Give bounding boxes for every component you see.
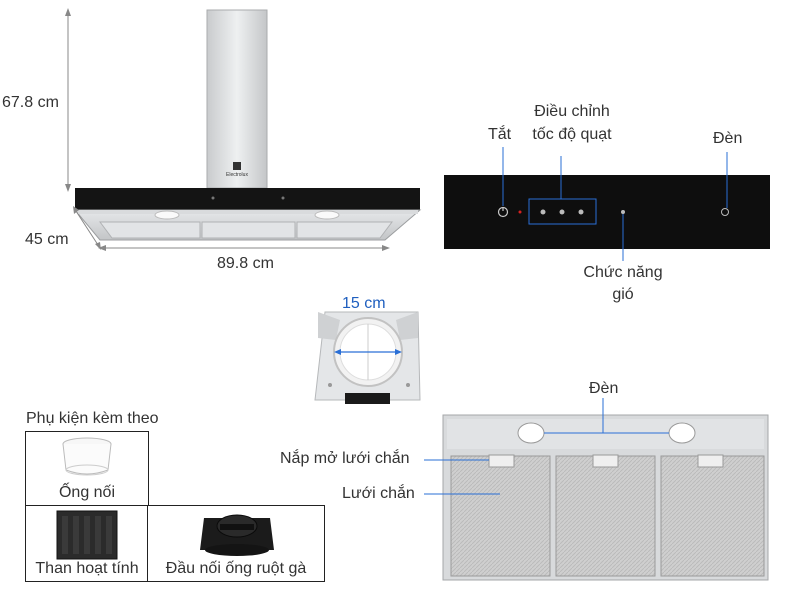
brand-logo-text: Electrolux [226, 172, 248, 178]
filter-panel-left [450, 455, 551, 577]
height-dimension-label: 67.8 cm [2, 94, 59, 111]
wind-label-line2: gió [612, 286, 634, 303]
brand-logo-icon [233, 162, 241, 170]
accessory-label: Than hoạt tính [35, 560, 139, 577]
filter-panel-right [660, 455, 765, 577]
panel-light-label: Đèn [713, 130, 743, 147]
fan-speed-label-line1: Điều chỉnh [534, 103, 610, 120]
off-label: Tắt [488, 126, 512, 143]
wind-label-line1: Chức năng [583, 264, 663, 281]
filter-panel-middle [555, 455, 656, 577]
filter-tab-icon [697, 454, 724, 468]
accessories-title: Phụ kiện kèm theo [26, 410, 159, 427]
hood-glass [75, 188, 420, 210]
filter-cover-label: Nắp mở lưới chắn [280, 450, 410, 467]
underside-light-label: Đèn [589, 380, 619, 397]
wind-function-icon [621, 210, 625, 214]
fan-speed-2-icon [559, 209, 565, 215]
fan-speed-label-line2: tốc độ quạt [532, 126, 612, 143]
flexible-duct-adapter-icon [200, 514, 274, 556]
filter-tab-icon [592, 454, 619, 468]
underside-lamp-right-icon [668, 422, 696, 444]
accessory-carbon-filter-box: Than hoạt tính [25, 505, 149, 582]
chimney [206, 9, 268, 189]
duct-dimension-label: 15 cm [342, 295, 386, 312]
accessory-flexible-duct-adapter-box: Đầu nối ống ruột gà [147, 505, 325, 582]
carbon-filter-icon [56, 510, 118, 560]
hood-lamp-right [314, 210, 340, 220]
fan-speed-highlight [528, 198, 597, 225]
filter-label: Lưới chắn [342, 485, 415, 502]
accessory-label: Ống nối [58, 484, 116, 501]
filter-tab-icon [488, 454, 515, 468]
hood-lamp-left [154, 210, 180, 220]
light-icon [721, 208, 729, 216]
fan-speed-3-icon [578, 209, 584, 215]
duct-connector-icon [62, 437, 112, 476]
accessory-duct-connector-box: Ống nối [25, 431, 149, 507]
accessory-label: Đầu nối ống ruột gà [165, 560, 307, 577]
width-dimension-label: 89.8 cm [217, 255, 274, 272]
underside-lamp-left-icon [517, 422, 545, 444]
fan-speed-1-icon [540, 209, 546, 215]
depth-dimension-label: 45 cm [25, 231, 69, 248]
